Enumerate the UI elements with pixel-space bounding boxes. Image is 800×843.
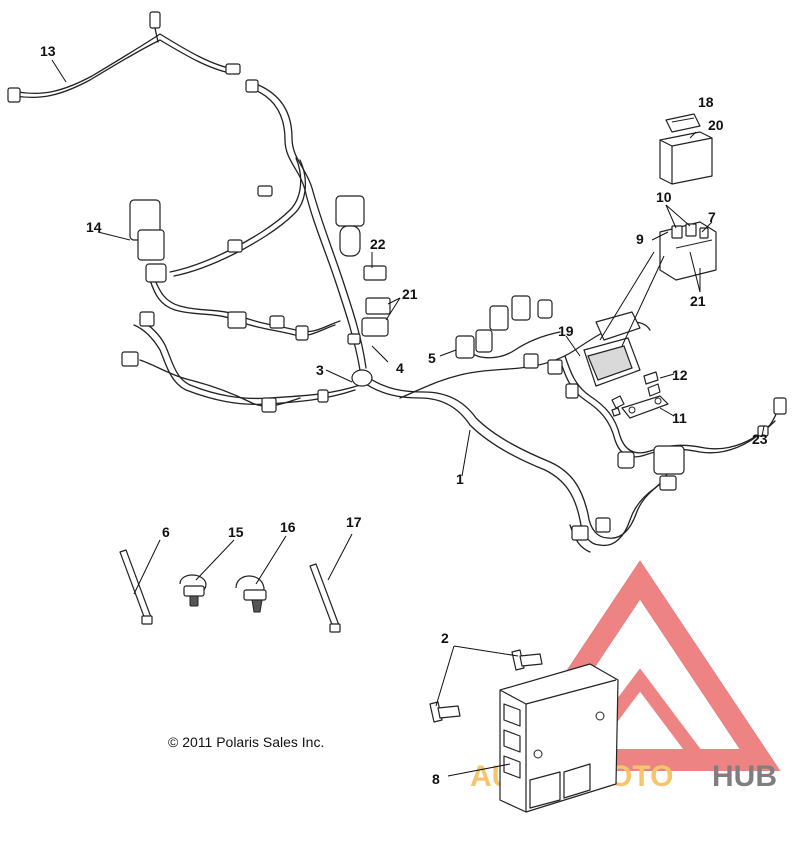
callout-4: 4 (396, 360, 404, 376)
callout-9: 9 (636, 231, 644, 247)
label-18 (665, 113, 701, 133)
clip-16 (235, 575, 267, 613)
callout-16: 16 (280, 519, 296, 535)
callout-8: 8 (432, 771, 440, 787)
callout-10: 10 (656, 189, 672, 205)
callout-12: 12 (672, 367, 688, 383)
harness-connectors (121, 79, 787, 541)
cable-tie-6 (119, 549, 153, 625)
callout-18: 18 (698, 94, 714, 110)
screws-12 (611, 371, 661, 417)
cable-tie-17 (309, 563, 341, 633)
relay-cover-20 (659, 131, 713, 185)
callout-13: 13 (40, 43, 56, 59)
leader-lines (51, 59, 765, 777)
callout-labels: 1 2 3 4 5 6 7 8 9 10 11 12 13 14 15 16 1… (40, 43, 768, 787)
callout-14: 14 (86, 219, 102, 235)
callout-20: 20 (708, 117, 724, 133)
callout-2: 2 (441, 630, 449, 646)
callout-23: 23 (752, 431, 768, 447)
harness-13 (7, 11, 241, 103)
screws-2 (429, 649, 543, 723)
callout-15: 15 (228, 524, 244, 540)
bracket-11 (621, 395, 669, 419)
callout-19: 19 (558, 323, 574, 339)
callout-21-right: 21 (690, 293, 706, 309)
callout-17: 17 (346, 514, 362, 530)
ecu-module-8 (499, 663, 619, 813)
callout-6: 6 (162, 524, 170, 540)
callout-22: 22 (370, 236, 386, 252)
callout-11: 11 (672, 410, 687, 426)
watermark-hub: HUB (712, 760, 777, 793)
callout-7: 7 (708, 209, 716, 225)
callout-1: 1 (456, 471, 464, 487)
clip-15 (179, 574, 207, 607)
callout-5: 5 (428, 350, 436, 366)
callout-21-left: 21 (402, 286, 418, 302)
callout-3: 3 (316, 362, 324, 378)
relay-block (659, 221, 717, 281)
copyright-notice: © 2011 Polaris Sales Inc. (168, 734, 324, 750)
